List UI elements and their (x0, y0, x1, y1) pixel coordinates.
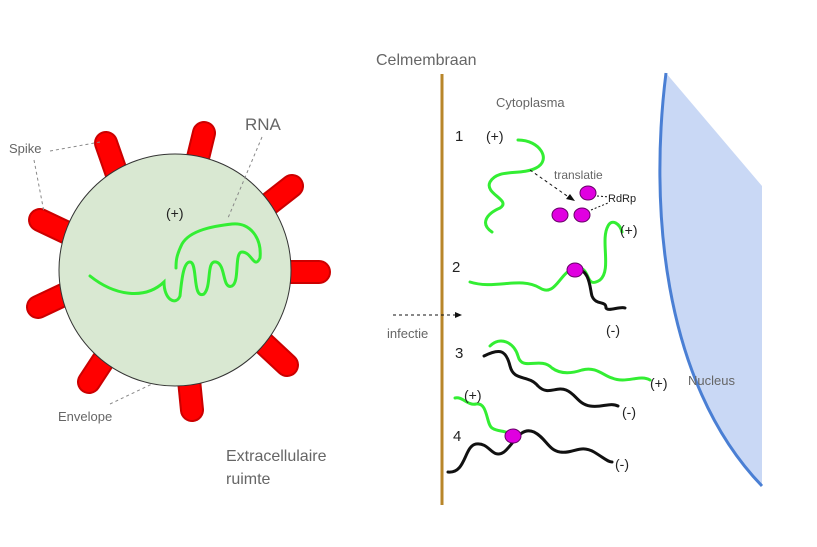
nucleus (659, 73, 762, 486)
rdrp-label: RdRp (608, 193, 636, 205)
minus-strand (482, 349, 620, 408)
step-1 (484, 138, 611, 234)
translation-arrow (529, 169, 571, 199)
plus-strand (488, 339, 652, 382)
rdrp-protein (573, 207, 591, 223)
step-1-number: 1 (455, 128, 463, 145)
step-4-plus-label: (+) (464, 387, 482, 403)
step-4-minus-label: (-) (615, 456, 629, 472)
leader-lines (33, 136, 263, 405)
membrane-label: Celmembraan (376, 52, 476, 69)
step-3-plus-label: (+) (650, 375, 668, 391)
plus-strand (453, 396, 512, 436)
step-3-minus-label: (-) (622, 404, 636, 420)
extracellular-label-line2: ruimte (226, 471, 271, 488)
step-1-plus-label: (+) (486, 128, 504, 144)
spike-label: Spike (9, 141, 42, 156)
cytoplasm-label: Cytoplasma (496, 95, 565, 110)
rna-label: RNA (245, 115, 282, 134)
infection-label: infectie (387, 326, 428, 341)
rdrp-protein (579, 185, 597, 201)
infection-arrow (393, 312, 462, 318)
step-4 (446, 396, 614, 474)
virus-particle (26, 121, 331, 422)
minus-strand (446, 429, 614, 474)
step-2-number: 2 (452, 259, 460, 276)
plus-strand (484, 138, 545, 234)
step-3 (482, 339, 652, 408)
translation-label: translatie (554, 168, 603, 182)
minus-strand (574, 268, 627, 311)
nucleus-label: Nucleus (688, 373, 735, 388)
step-3-number: 3 (455, 345, 463, 362)
rdrp-protein (566, 262, 584, 278)
rdrp-protein (551, 207, 569, 223)
virus-polarity-label: (+) (166, 205, 184, 221)
step-2-minus-label: (-) (606, 322, 620, 338)
viral-rna-strand (88, 222, 262, 303)
step-4-number: 4 (453, 428, 461, 445)
extracellular-label-line1: Extracellulaire (226, 448, 327, 465)
envelope-label: Envelope (58, 409, 112, 424)
virus-envelope (58, 153, 292, 387)
nucleus-edge (658, 72, 764, 488)
step-2-plus-label: (+) (620, 222, 638, 238)
step-2 (468, 220, 627, 311)
rdrp-protein (504, 428, 522, 444)
